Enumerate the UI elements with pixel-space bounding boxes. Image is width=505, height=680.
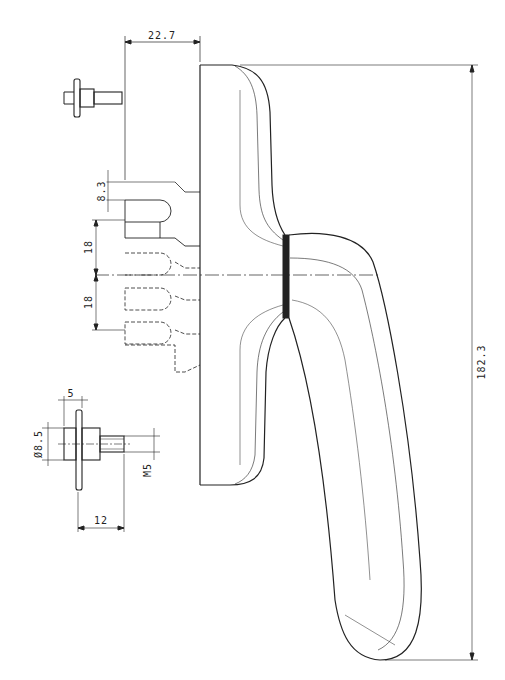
dimension-label: 182.3 xyxy=(476,343,487,380)
dimension-label: 12 xyxy=(93,515,109,526)
dimension-label: 5 xyxy=(66,388,75,399)
dimension-label: 8.3 xyxy=(96,179,107,202)
dimension-label: 22.7 xyxy=(147,30,177,41)
dimension-label: Ø8.5 xyxy=(33,429,44,459)
dimension-label: M5 xyxy=(142,462,153,478)
dimension-label: 18 xyxy=(83,239,94,255)
dimension-label: 18 xyxy=(83,294,94,310)
